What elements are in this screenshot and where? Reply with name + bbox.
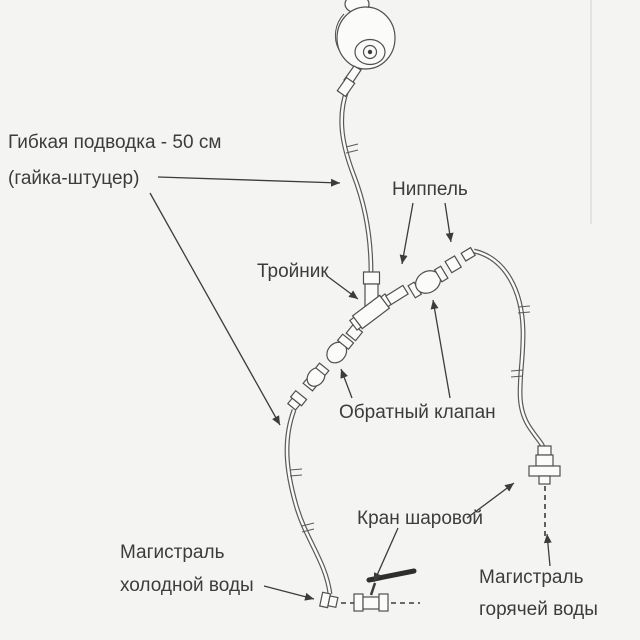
label-ball-valve: Кран шаровой	[357, 508, 483, 529]
arrow-ball-valve-1	[373, 527, 399, 583]
label-cold-main-line1: Магистраль	[120, 542, 225, 563]
flexible-hose-left	[284, 409, 333, 595]
arrow-flex-hose-top	[157, 176, 341, 187]
arrow-cold-main	[263, 585, 315, 601]
hose-nut-right	[460, 246, 477, 262]
arrow-flex-hose-left	[149, 192, 281, 426]
check-valve-upper	[407, 265, 449, 299]
label-hot-main-line1: Магистраль	[479, 567, 584, 588]
label-hot-main-line2: горячей воды	[479, 599, 598, 620]
arrow-nipple-1	[399, 202, 414, 265]
label-flex-hose-line1: Гибкая подводка - 50 см	[8, 132, 221, 153]
faucet	[334, 0, 396, 98]
tee-fitting	[348, 271, 394, 331]
label-nipple: Ниппель	[392, 179, 468, 200]
arrow-tee	[326, 275, 359, 300]
flexible-hose-top	[339, 89, 374, 273]
label-flex-hose-line2: (гайка-штуцер)	[8, 168, 139, 189]
arrow-nipple-2	[444, 202, 454, 243]
hose-nut-left	[286, 389, 308, 411]
faucet-center-dot	[367, 49, 373, 55]
arrow-hot-main	[543, 533, 552, 567]
nipple-fitting-upper-2	[444, 255, 463, 274]
label-cold-main-line2: холодной воды	[120, 575, 254, 596]
cold-water-valve	[319, 568, 420, 612]
flexible-hose-right	[473, 248, 547, 451]
tee-top-nut	[362, 271, 381, 285]
label-tee: Тройник	[257, 261, 329, 282]
label-check-valve: Обратный клапан	[339, 402, 496, 423]
hot-water-valve	[528, 445, 561, 540]
arrow-ball-valve-2	[466, 482, 515, 519]
nipple-fitting-lower	[302, 362, 330, 392]
nipple-fitting-upper-1	[385, 284, 409, 306]
arrow-check-valve-2	[430, 299, 451, 399]
valve-handle-stem	[369, 582, 377, 596]
check-valve-lower	[326, 333, 355, 364]
arrow-check-valve-1	[340, 368, 353, 399]
faucet-nut	[336, 76, 356, 98]
